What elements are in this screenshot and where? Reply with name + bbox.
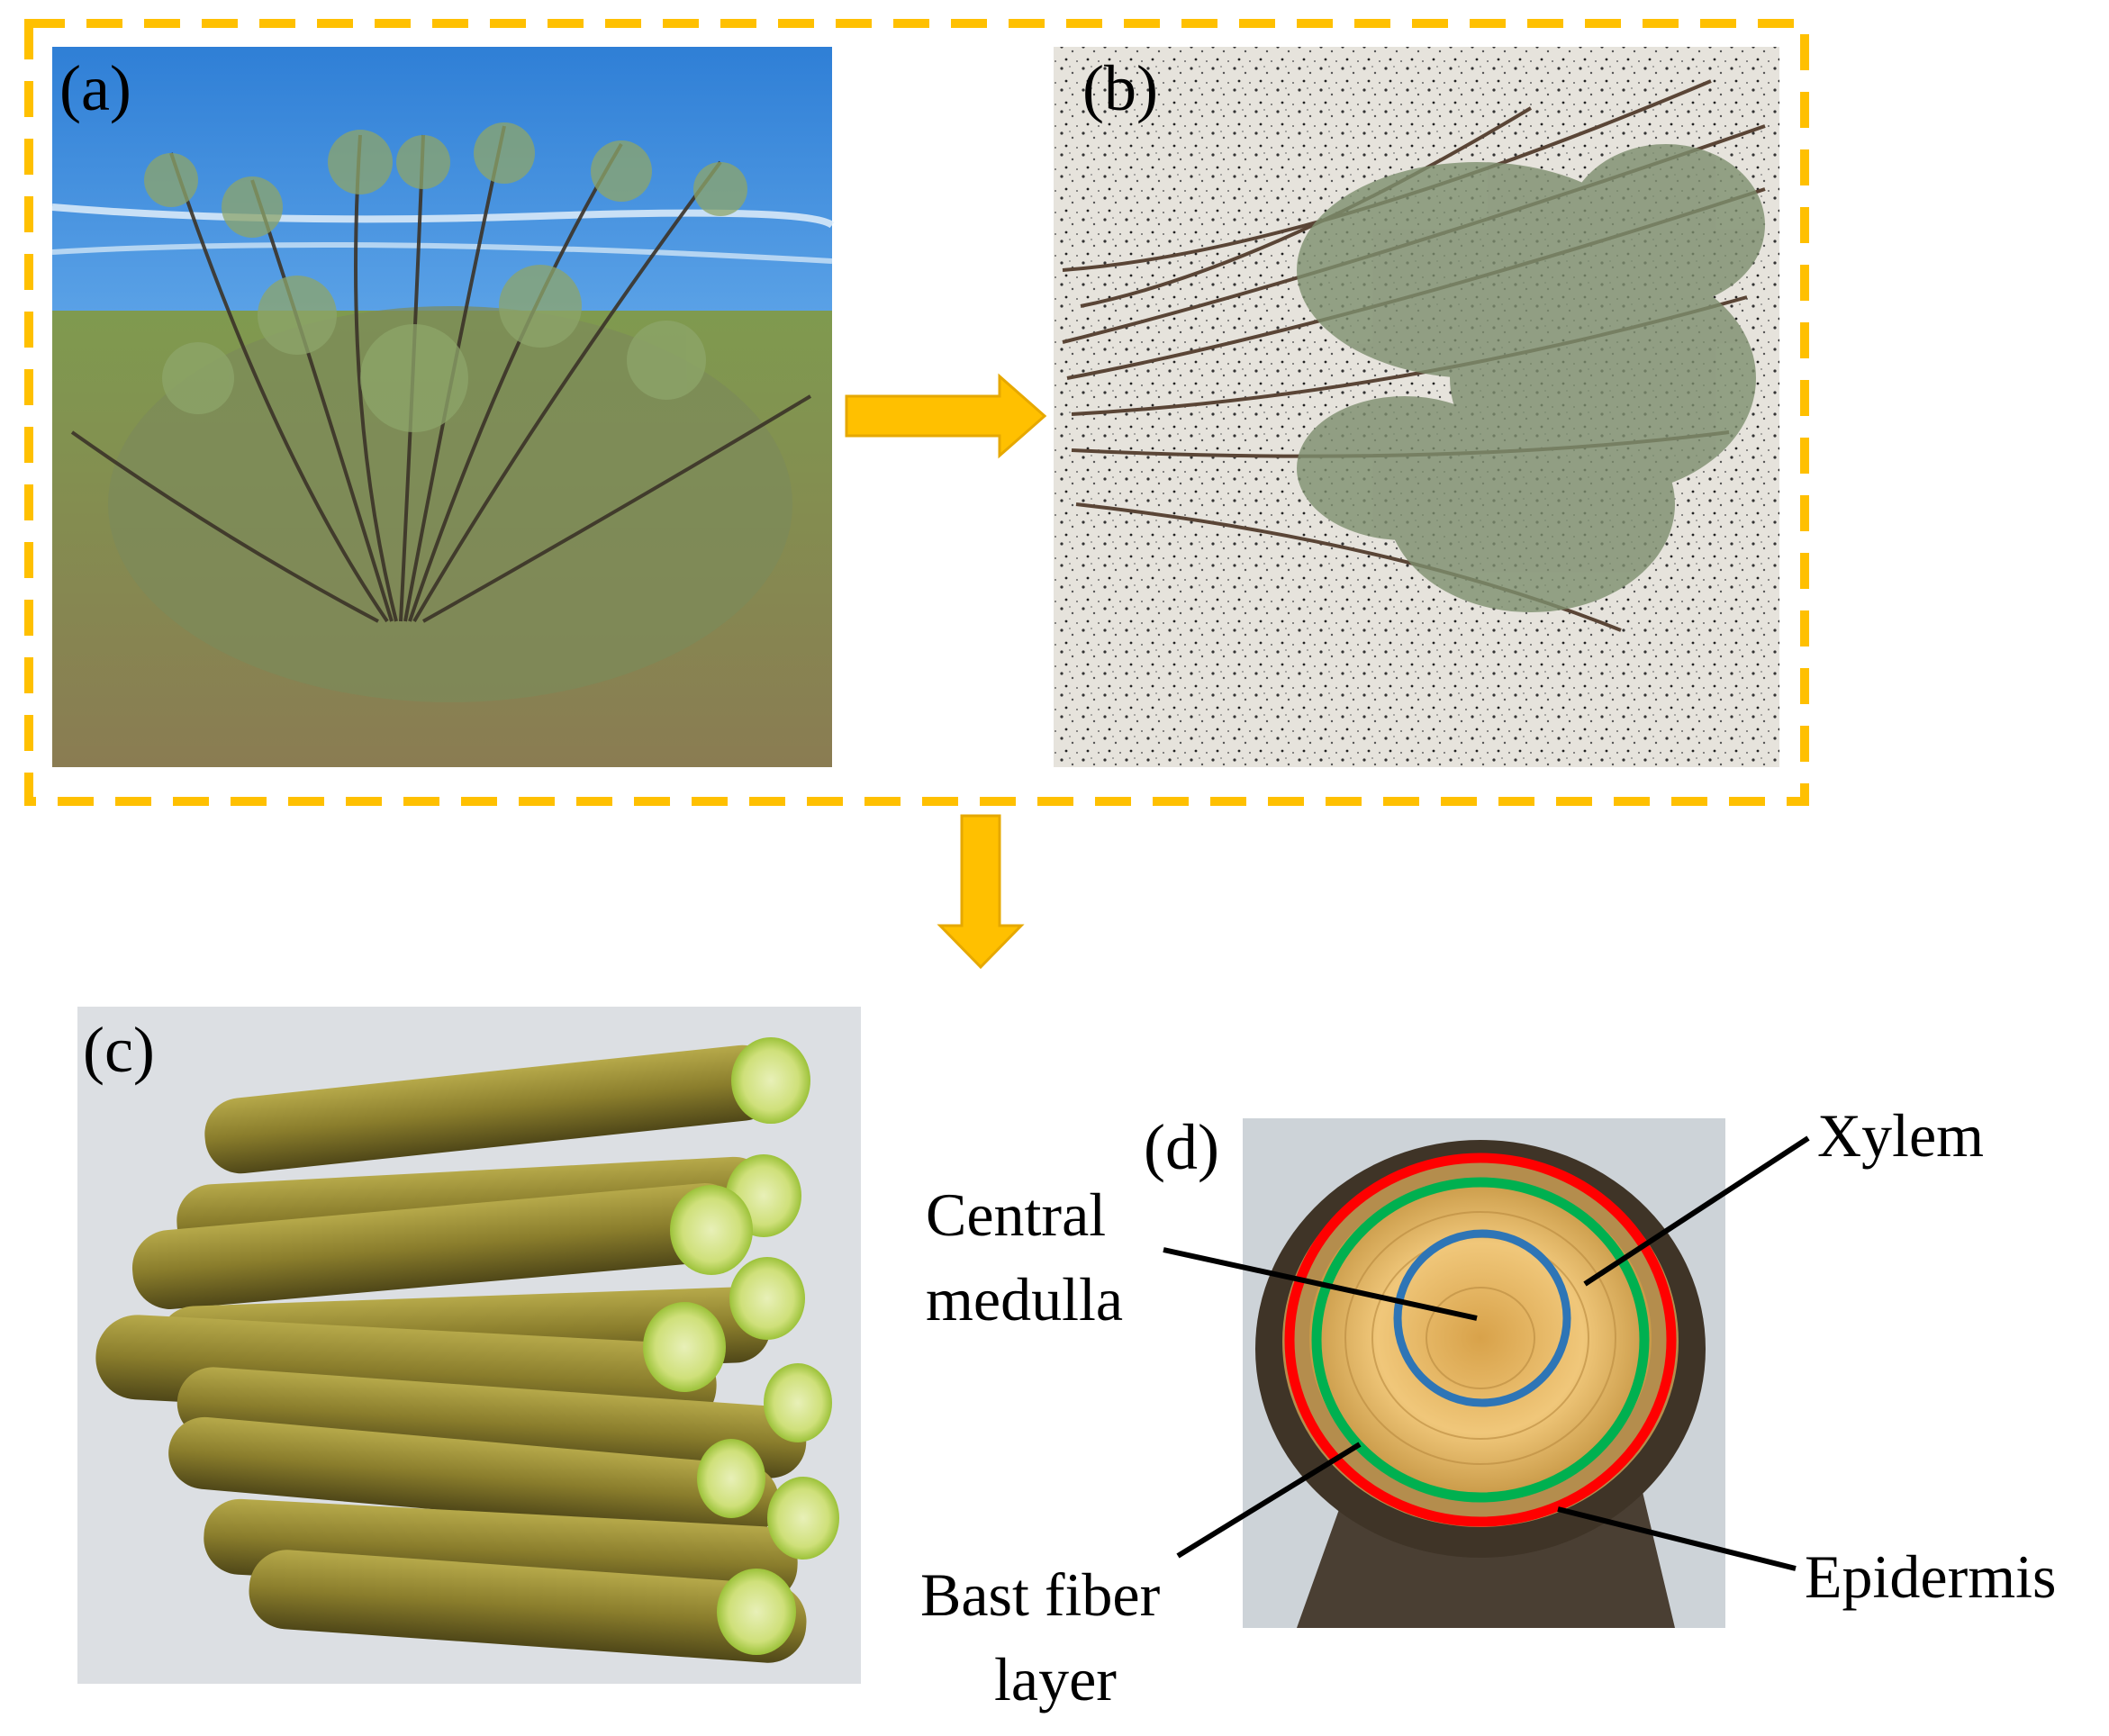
leader-line-xylem [1583,1135,1810,1287]
dashed-frame [24,19,1809,806]
photo-b-harvested-branches [1054,47,1779,767]
label-central-medulla-line2: medulla [926,1265,1123,1334]
leader-line-epidermis [1557,1506,1797,1571]
medulla-ring [1393,1229,1571,1407]
panel-label-a: (a) [59,52,131,124]
arrow-down-icon [937,814,1025,970]
label-xylem: Xylem [1817,1101,1984,1170]
photo-d-stem-cross-section [1243,1118,1725,1628]
label-bast-fiber-line2: layer [994,1645,1117,1713]
epidermis-ring [1284,1153,1677,1527]
panel-label-b: (b) [1082,52,1158,124]
arrow-right-icon [845,373,1047,459]
label-central-medulla-line1: Central [926,1180,1106,1249]
leader-line-central-medulla [1163,1247,1478,1321]
leader-line-bast-fiber [1176,1442,1362,1559]
label-epidermis: Epidermis [1805,1542,2057,1611]
xylem-ring [1311,1177,1650,1503]
photo-c-stick-bundle [77,1007,861,1684]
panel-label-d: (d) [1144,1111,1219,1183]
label-bast-fiber-line1: Bast fiber [920,1560,1161,1629]
photo-a-shrub [51,47,835,767]
panel-label-c: (c) [83,1014,155,1086]
